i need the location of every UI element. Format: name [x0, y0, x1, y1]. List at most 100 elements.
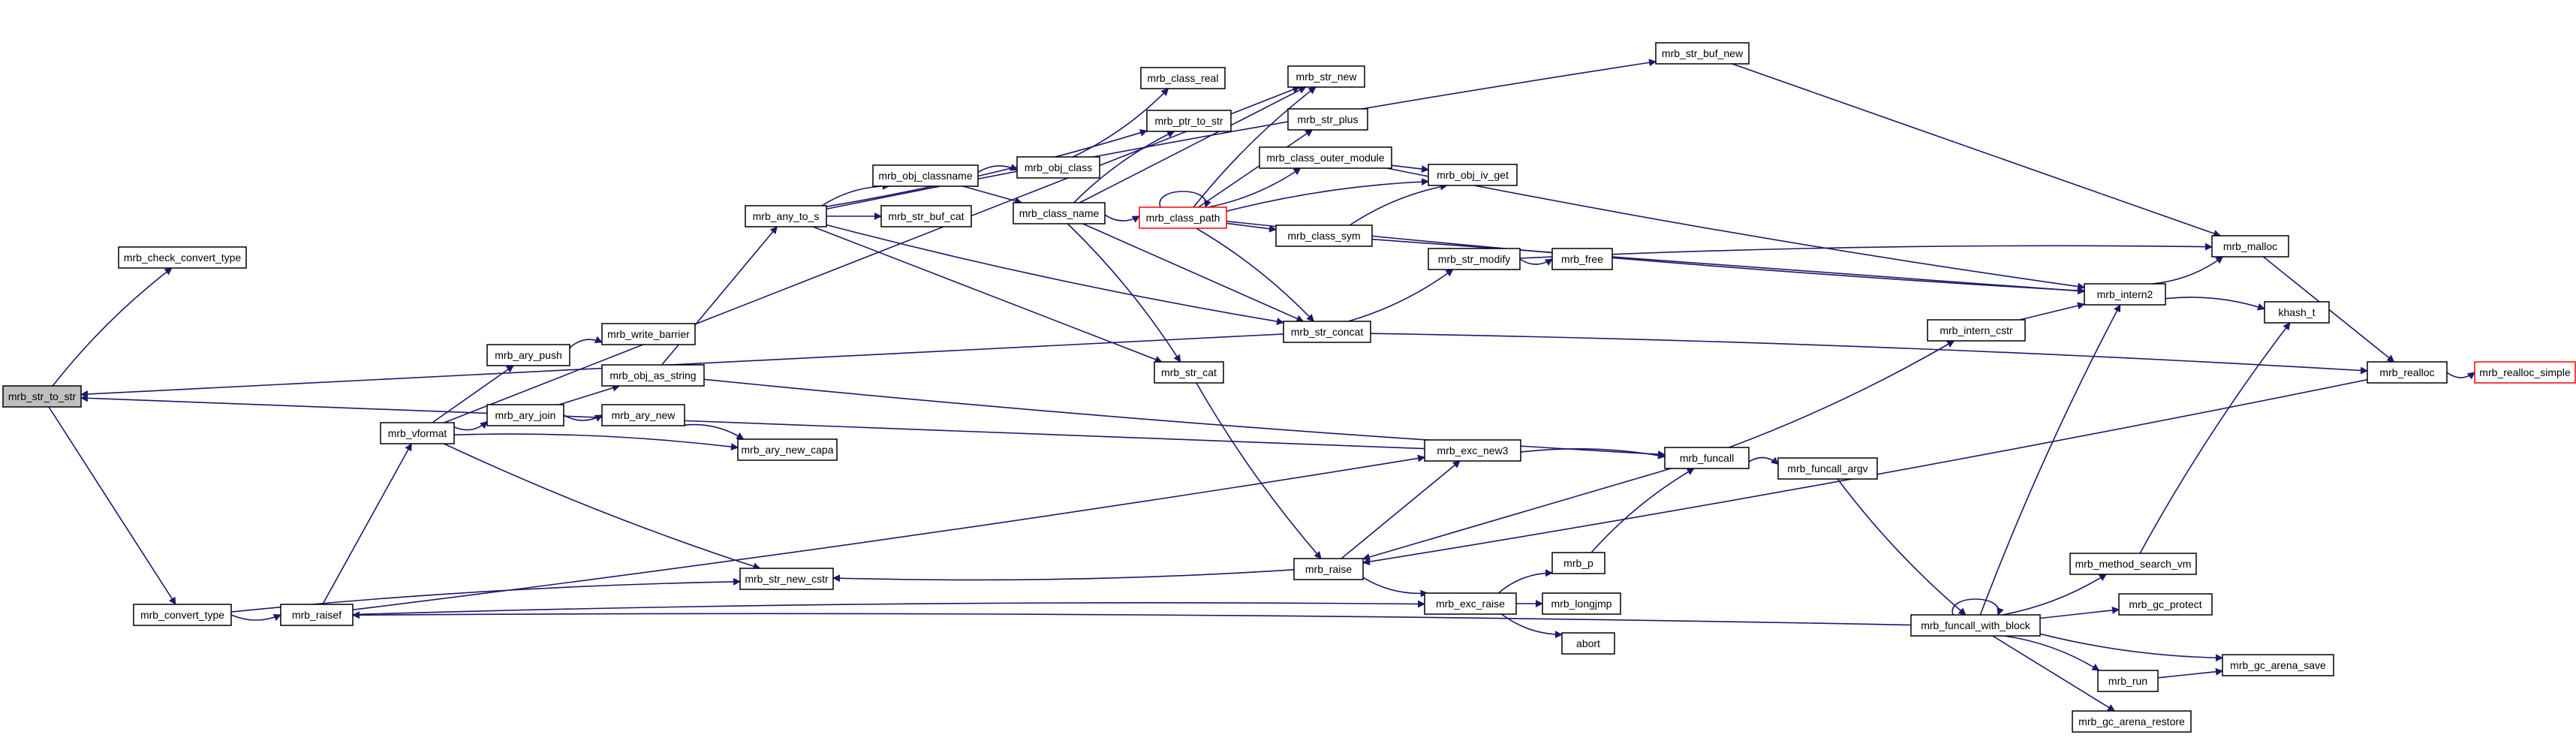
node-mrb_convert_type[interactable]: mrb_convert_type — [133, 604, 232, 626]
node-mrb_str_concat[interactable]: mrb_str_concat — [1283, 321, 1371, 343]
node-box[interactable] — [1287, 65, 1365, 88]
node-mrb_str_modify[interactable]: mrb_str_modify — [1428, 248, 1521, 270]
node-mrb_str_plus[interactable]: mrb_str_plus — [1287, 108, 1368, 131]
node-box[interactable] — [2097, 670, 2159, 692]
node-box[interactable] — [601, 323, 696, 345]
node-mrb_p[interactable]: mrb_p — [1551, 552, 1605, 574]
node-mrb_str_buf_cat[interactable]: mrb_str_buf_cat — [880, 205, 972, 227]
node-box[interactable] — [1551, 248, 1613, 270]
node-box[interactable] — [1910, 614, 2041, 637]
node-box[interactable] — [1293, 558, 1364, 580]
node-box[interactable] — [872, 164, 979, 187]
node-box[interactable] — [1140, 67, 1226, 89]
node-box[interactable] — [1287, 108, 1368, 131]
node-mrb_ary_new_capa[interactable]: mrb_ary_new_capa — [737, 438, 838, 461]
node-mrb_class_path[interactable]: mrb_class_path — [1139, 206, 1227, 229]
node-mrb_intern_cstr[interactable]: mrb_intern_cstr — [1927, 319, 2026, 342]
node-box[interactable] — [1275, 224, 1373, 247]
node-box[interactable] — [2072, 710, 2192, 733]
node-box[interactable] — [739, 568, 834, 590]
node-box[interactable] — [2222, 654, 2334, 676]
node-box[interactable] — [1428, 164, 1518, 186]
node-mrb_class_real[interactable]: mrb_class_real — [1140, 67, 1226, 89]
node-box[interactable] — [486, 404, 564, 426]
node-box[interactable] — [880, 205, 972, 227]
node-box[interactable] — [1927, 319, 2026, 342]
node-mrb_class_sym[interactable]: mrb_class_sym — [1275, 224, 1373, 247]
node-mrb_class_name[interactable]: mrb_class_name — [1013, 202, 1106, 224]
node-mrb_str_new[interactable]: mrb_str_new — [1287, 65, 1365, 88]
node-box[interactable] — [2211, 235, 2289, 258]
node-box[interactable] — [2069, 553, 2197, 575]
node-mrb_ptr_to_str[interactable]: mrb_ptr_to_str — [1146, 110, 1232, 132]
node-box[interactable] — [2118, 593, 2213, 616]
node-mrb_realloc_simple[interactable]: mrb_realloc_simple — [2474, 361, 2576, 384]
node-mrb_free[interactable]: mrb_free — [1551, 248, 1613, 270]
node-box[interactable] — [1664, 447, 1750, 469]
node-box[interactable] — [1777, 457, 1878, 480]
node-box[interactable] — [1154, 361, 1224, 384]
node-box[interactable] — [2474, 361, 2576, 384]
node-mrb_gc_protect[interactable]: mrb_gc_protect — [2118, 593, 2213, 616]
node-box[interactable] — [380, 422, 455, 444]
node-mrb_ary_new[interactable]: mrb_ary_new — [601, 404, 685, 426]
node-mrb_exc_raise[interactable]: mrb_exc_raise — [1424, 592, 1517, 615]
node-mrb_realloc[interactable]: mrb_realloc — [2367, 361, 2448, 384]
node-box[interactable] — [601, 404, 685, 426]
node-box[interactable] — [1428, 248, 1521, 270]
node-mrb_str_cat[interactable]: mrb_str_cat — [1154, 361, 1224, 384]
node-mrb_obj_as_string[interactable]: mrb_obj_as_string — [601, 364, 705, 387]
node-box[interactable] — [1013, 202, 1106, 224]
node-mrb_gc_arena_save[interactable]: mrb_gc_arena_save — [2222, 654, 2334, 676]
node-box[interactable] — [1424, 592, 1517, 615]
node-box[interactable] — [1146, 110, 1232, 132]
node-box[interactable] — [2264, 301, 2330, 324]
node-box[interactable] — [118, 246, 247, 269]
node-mrb_obj_classname[interactable]: mrb_obj_classname — [872, 164, 979, 187]
node-box[interactable] — [745, 205, 827, 227]
node-box[interactable] — [1542, 592, 1621, 615]
node-mrb_raise[interactable]: mrb_raise — [1293, 558, 1364, 580]
node-mrb_check_convert_type[interactable]: mrb_check_convert_type — [118, 246, 247, 269]
node-mrb_str_new_cstr[interactable]: mrb_str_new_cstr — [739, 568, 834, 590]
node-box[interactable] — [2367, 361, 2448, 384]
node-box[interactable] — [280, 604, 354, 626]
node-box[interactable] — [2, 385, 82, 408]
node-box[interactable] — [1259, 146, 1392, 169]
node-box[interactable] — [601, 364, 705, 387]
node-mrb_run[interactable]: mrb_run — [2097, 670, 2159, 692]
node-mrb_obj_iv_get[interactable]: mrb_obj_iv_get — [1428, 164, 1518, 186]
node-box[interactable] — [1016, 156, 1100, 179]
node-mrb_funcall[interactable]: mrb_funcall — [1664, 447, 1750, 469]
node-mrb_malloc[interactable]: mrb_malloc — [2211, 235, 2289, 258]
node-box[interactable] — [1283, 321, 1371, 343]
node-box[interactable] — [486, 344, 570, 366]
node-mrb_obj_class[interactable]: mrb_obj_class — [1016, 156, 1100, 179]
node-mrb_any_to_s[interactable]: mrb_any_to_s — [745, 205, 827, 227]
node-mrb_method_search_vm[interactable]: mrb_method_search_vm — [2069, 553, 2197, 575]
node-mrb_ary_push[interactable]: mrb_ary_push — [486, 344, 570, 366]
node-mrb_intern2[interactable]: mrb_intern2 — [2084, 283, 2166, 306]
node-box[interactable] — [1655, 42, 1750, 65]
node-abort[interactable]: abort — [1561, 632, 1615, 655]
node-khash_t[interactable]: khash_t — [2264, 301, 2330, 324]
node-box[interactable] — [1139, 206, 1227, 229]
node-mrb_class_outer_module[interactable]: mrb_class_outer_module — [1259, 146, 1392, 169]
node-mrb_funcall_argv[interactable]: mrb_funcall_argv — [1777, 457, 1878, 480]
node-mrb_str_buf_new[interactable]: mrb_str_buf_new — [1655, 42, 1750, 65]
node-box[interactable] — [1551, 552, 1605, 574]
node-mrb_write_barrier[interactable]: mrb_write_barrier — [601, 323, 696, 345]
node-mrb_longjmp[interactable]: mrb_longjmp — [1542, 592, 1621, 615]
node-mrb_str_to_str[interactable]: mrb_str_to_str — [2, 385, 82, 408]
node-box[interactable] — [737, 438, 838, 461]
node-mrb_exc_new3[interactable]: mrb_exc_new3 — [1424, 439, 1521, 462]
node-mrb_raisef[interactable]: mrb_raisef — [280, 604, 354, 626]
node-box[interactable] — [1424, 439, 1521, 462]
node-mrb_gc_arena_restore[interactable]: mrb_gc_arena_restore — [2072, 710, 2192, 733]
node-box[interactable] — [2084, 283, 2166, 306]
node-mrb_funcall_with_block[interactable]: mrb_funcall_with_block — [1910, 614, 2041, 637]
node-mrb_vformat[interactable]: mrb_vformat — [380, 422, 455, 444]
node-box[interactable] — [133, 604, 232, 626]
node-box[interactable] — [1561, 632, 1615, 655]
node-mrb_ary_join[interactable]: mrb_ary_join — [486, 404, 564, 426]
